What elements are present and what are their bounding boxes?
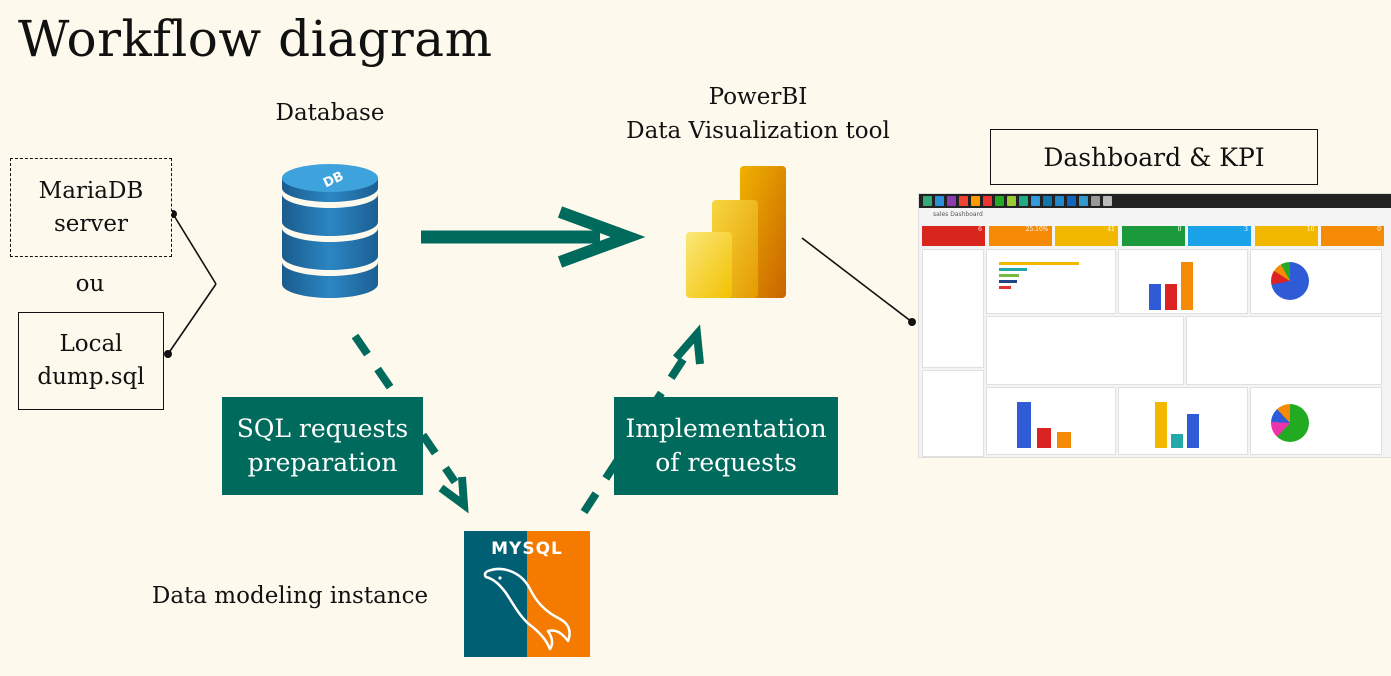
- arrow-mysql-to-powerbi-head: [672, 324, 704, 365]
- mariadb-server-box: MariaDB server: [10, 158, 172, 257]
- resources-panel: [922, 370, 984, 457]
- kpi-tile: 6: [922, 226, 985, 246]
- local-dump-box: Local dump.sql: [18, 312, 164, 410]
- kpi-tile: 3: [1188, 226, 1251, 246]
- implementation-of-requests-box: Implementation of requests: [614, 397, 838, 495]
- database-label: Database: [275, 100, 385, 126]
- arrow-db-to-powerbi-head: [557, 206, 646, 268]
- diagram-title: Workflow diagram: [18, 10, 493, 68]
- kpi-tile: 0: [1321, 226, 1384, 246]
- bar-chart-panel-3: [986, 387, 1116, 455]
- pie-chart-panel-2: [1250, 387, 1382, 455]
- kpi-tile: 25.10%: [988, 226, 1052, 246]
- dashboard-header: sales Dashboard: [933, 211, 983, 218]
- connector-dot-local: [164, 350, 172, 358]
- kpi-tile: 10: [1254, 226, 1318, 246]
- bar-chart-panel-2: [1118, 249, 1248, 314]
- bar-chart-panel-1: [986, 249, 1116, 314]
- pie-chart-panel-1: [1250, 249, 1382, 314]
- database-icon: DB: [282, 164, 378, 298]
- powerbi-icon: [686, 166, 786, 298]
- connector-dot-dashboard: [908, 318, 916, 326]
- table-panel-2: [1186, 316, 1382, 385]
- mysql-logo-text: MYSQL: [491, 539, 563, 559]
- bar-chart-panel-4: [1118, 387, 1248, 455]
- kpi-tile: 41: [1055, 226, 1118, 246]
- connector-powerbi-dashboard: [801, 237, 913, 323]
- or-label: ou: [75, 271, 105, 297]
- kpi-tile: 0: [1121, 226, 1185, 246]
- sql-requests-preparation-box: SQL requests preparation: [222, 397, 423, 495]
- projects-panel: [922, 249, 984, 368]
- mysql-logo: MYSQL: [464, 531, 590, 657]
- connector-local-dump: [167, 283, 217, 355]
- dashboard-kpi-box: Dashboard & KPI: [990, 129, 1318, 185]
- dashboard-toolbar: [919, 194, 1391, 208]
- table-panel-1: [986, 316, 1184, 385]
- dolphin-icon: [483, 567, 571, 651]
- connector-mariadb: [172, 213, 217, 285]
- data-modeling-label: Data modeling instance: [151, 583, 429, 609]
- powerbi-label: PowerBI Data Visualization tool: [626, 84, 890, 144]
- arrow-db-to-mysql-head: [438, 476, 469, 514]
